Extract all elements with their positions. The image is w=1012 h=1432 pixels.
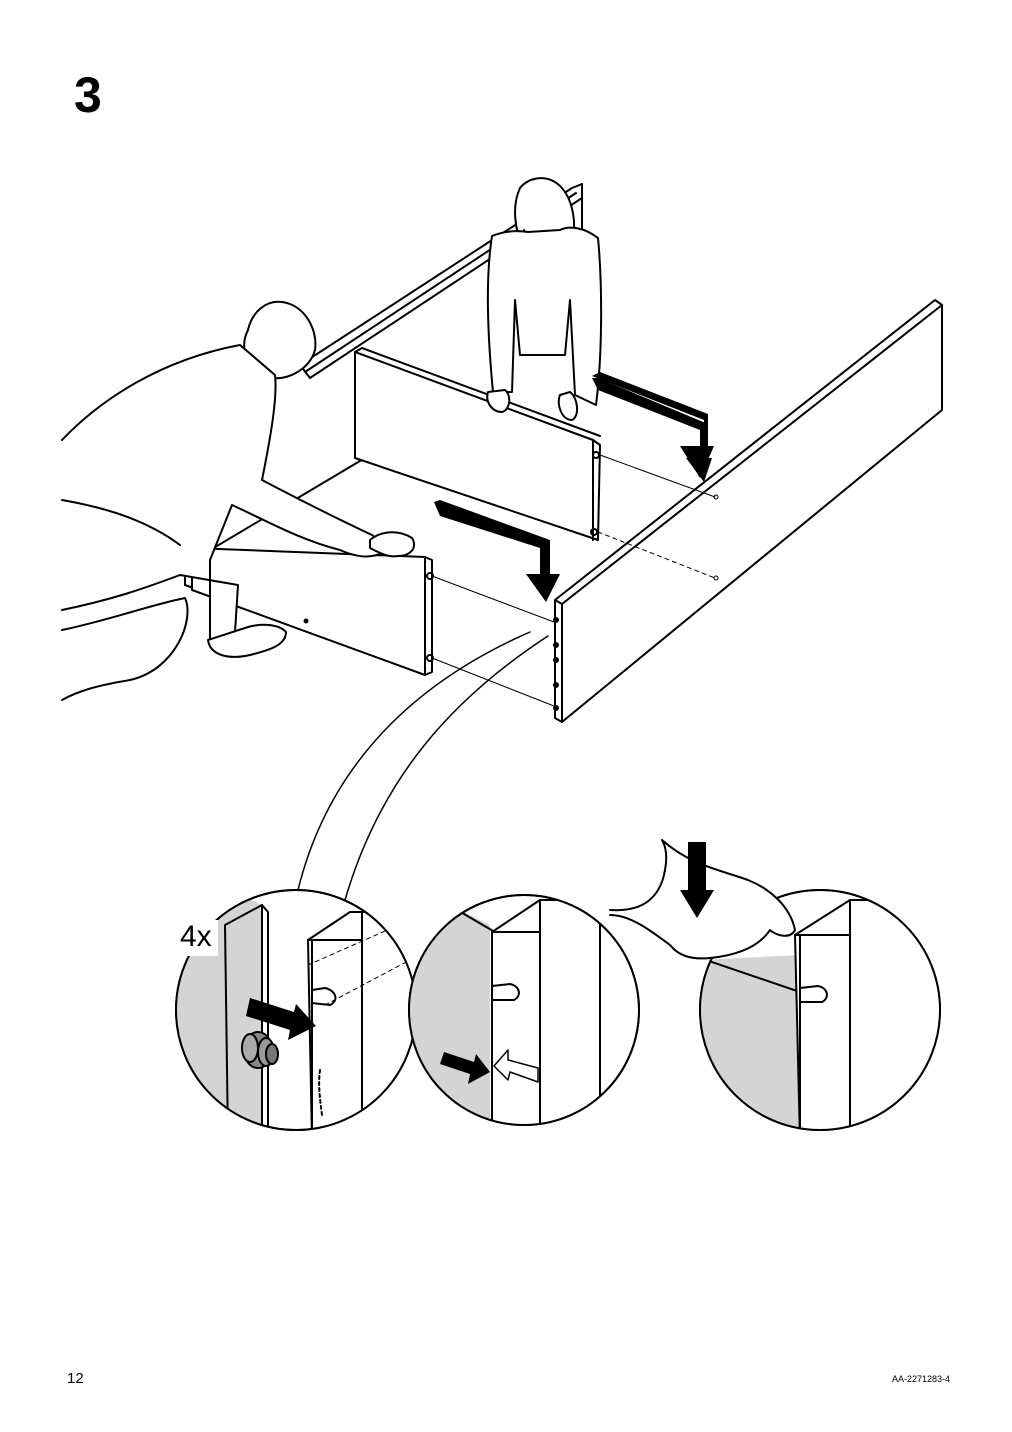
front-divider-panel [191,547,434,676]
detail-circle-dowel [175,889,417,1131]
person-man [61,300,416,701]
page-number: 12 [67,1370,84,1387]
document-code: AA-2271283-4 [891,1374,950,1384]
guide-lines [431,454,719,707]
person-woman [486,177,603,421]
quantity-label: 4x [174,920,218,956]
detail-circle-press [609,839,941,1131]
dowel-icon [241,1031,279,1069]
right-side-panel [553,299,943,723]
back-divider-panel [354,347,601,541]
press-down-arrow-icon [680,842,714,918]
insert-arrow-icon [246,998,316,1040]
push-arrow-icon [434,372,714,602]
detail-circle-slide [408,894,640,1126]
step-number: 3 [74,67,102,123]
zoom-callout [297,631,549,901]
